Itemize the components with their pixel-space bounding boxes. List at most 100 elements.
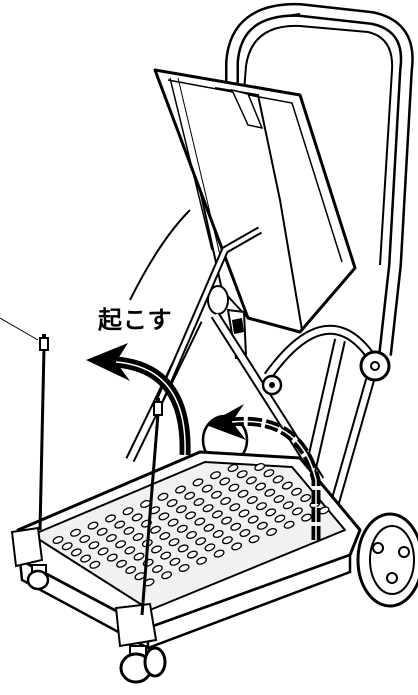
tray-hole <box>79 534 91 544</box>
tray-hole <box>227 463 239 473</box>
caster-front-left-icon <box>26 564 50 591</box>
tray-hole <box>219 477 231 486</box>
tray-hole <box>254 462 266 472</box>
tray-hole <box>116 559 127 568</box>
tray-hole <box>256 502 267 511</box>
tray-hole <box>210 471 221 480</box>
tray-hole <box>158 512 170 521</box>
pin-rod-center-icon <box>140 398 163 616</box>
tray-hole <box>247 515 259 524</box>
tray-hole <box>211 510 223 519</box>
tray-hole <box>273 494 285 504</box>
tray-hole <box>70 548 82 557</box>
tray-hole <box>264 488 276 497</box>
tray-hole <box>256 521 268 530</box>
tray-hole <box>228 483 240 492</box>
tray-hole <box>266 527 278 537</box>
tray-hole <box>96 527 108 536</box>
tray-hole <box>213 549 225 558</box>
tray-hole <box>237 489 249 498</box>
tray-hole <box>291 507 303 516</box>
tray-hole <box>177 544 189 553</box>
tray-hole <box>176 524 188 533</box>
curved-arrow-small-icon <box>206 404 321 540</box>
tray-hole <box>212 529 224 539</box>
tray-hole <box>186 530 197 540</box>
tray-hole <box>178 563 190 573</box>
tray-hole <box>210 490 222 499</box>
tray-hole <box>160 551 172 560</box>
tray-hole <box>80 554 92 563</box>
tray-hole <box>263 469 275 478</box>
instruction-label: 起こす <box>98 306 173 334</box>
tray-hole <box>159 531 171 541</box>
leader-line <box>0 317 39 341</box>
tray-hole <box>193 497 205 507</box>
tray-hole <box>89 560 101 569</box>
tray-hole <box>230 522 242 531</box>
tray-hole <box>175 505 187 514</box>
tray-hole <box>204 543 216 552</box>
tray-hole <box>283 520 295 529</box>
tray-hole <box>151 545 162 554</box>
rear-wheel-icon <box>356 512 418 608</box>
tray-hole <box>291 487 302 496</box>
tray-hole <box>265 508 277 517</box>
tray-hole <box>151 564 163 574</box>
tray-hole <box>203 523 215 532</box>
tray-hole <box>70 528 81 537</box>
tray-hole <box>105 533 117 543</box>
tray-hole <box>124 546 136 555</box>
handle-frame <box>225 2 414 356</box>
tray-hole <box>52 535 64 545</box>
tray-hole <box>175 485 186 494</box>
tray-hole <box>105 514 116 523</box>
backrest-panel <box>153 68 357 334</box>
tray-hole <box>201 484 213 493</box>
tray-hole <box>106 553 118 562</box>
tray-hole <box>150 525 162 534</box>
tray-hole <box>281 481 293 490</box>
tray-hole <box>236 470 248 479</box>
base-platform <box>10 450 362 651</box>
tray-hole <box>88 541 100 550</box>
tray-hole <box>274 514 286 523</box>
curved-arrow-large-icon <box>86 343 191 456</box>
tray-hole <box>194 517 206 526</box>
tray-hole <box>114 520 126 529</box>
tray-hole <box>192 478 204 487</box>
tray-hole <box>166 498 178 508</box>
pin-rod-left-icon <box>38 334 49 531</box>
tray-hole <box>248 535 260 544</box>
tray-hole <box>255 482 267 491</box>
tray-hole <box>239 528 251 538</box>
tray-hole <box>61 542 73 551</box>
tray-hole <box>195 537 207 546</box>
tray-hole <box>87 521 99 530</box>
tray-hole <box>125 565 137 575</box>
tray-hole <box>97 547 109 556</box>
pivot-joint-right-icon <box>359 350 391 382</box>
tray-hole <box>282 501 294 510</box>
tray-hole <box>300 493 312 503</box>
tray-hole <box>123 526 135 535</box>
tray-hole <box>231 542 243 551</box>
tray-hole <box>122 507 134 516</box>
tray-hole <box>272 475 284 484</box>
tray-hole <box>131 513 143 522</box>
tray-hole <box>133 552 145 561</box>
tray-hole <box>229 503 241 512</box>
tray-hole <box>202 504 214 513</box>
tray-hole <box>245 476 257 485</box>
tray-hole <box>238 509 250 518</box>
caster-front-right-icon <box>119 645 167 684</box>
tray-hole <box>167 518 179 527</box>
tray-hole <box>157 492 169 501</box>
tray-hole <box>246 495 258 505</box>
tray-hole <box>169 557 181 566</box>
tray-hole <box>132 532 144 542</box>
tray-hole <box>184 491 196 500</box>
tray-hole <box>301 513 313 522</box>
